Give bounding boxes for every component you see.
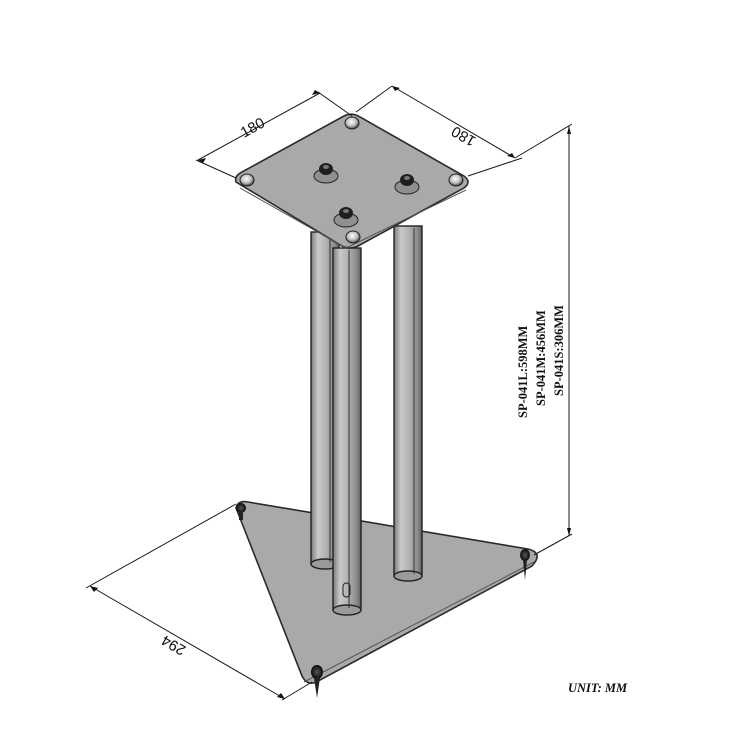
spike-icon (236, 503, 246, 520)
bolt-icon (345, 230, 361, 244)
dim-label-top-depth: 180 (449, 122, 479, 149)
dimension-height: SP-041L:598MM SP-041M:456MM SP-041S:306M… (514, 123, 573, 556)
tube-back-right (393, 225, 423, 582)
bolt-icon (448, 173, 464, 187)
dim-label-base-side: 294 (159, 631, 189, 658)
height-variant-medium: SP-041M:456MM (534, 310, 548, 406)
bolt-icon (239, 173, 255, 187)
height-variant-large: SP-041L:598MM (516, 325, 530, 418)
bolt-icon (344, 116, 360, 130)
rubber-pad-icon (313, 163, 339, 184)
spike-icon (520, 549, 530, 580)
cable-slot (342, 582, 351, 598)
rubber-pad-icon (394, 174, 420, 195)
base-plate (235, 500, 538, 684)
tube-front (332, 247, 362, 616)
unit-label: UNIT: MM (568, 681, 628, 695)
height-variant-small: SP-041S:306MM (552, 305, 566, 396)
spike-icon (311, 665, 323, 698)
dim-label-top-width: 180 (238, 114, 268, 141)
top-plate (234, 113, 469, 249)
rubber-pad-icon (333, 207, 359, 228)
